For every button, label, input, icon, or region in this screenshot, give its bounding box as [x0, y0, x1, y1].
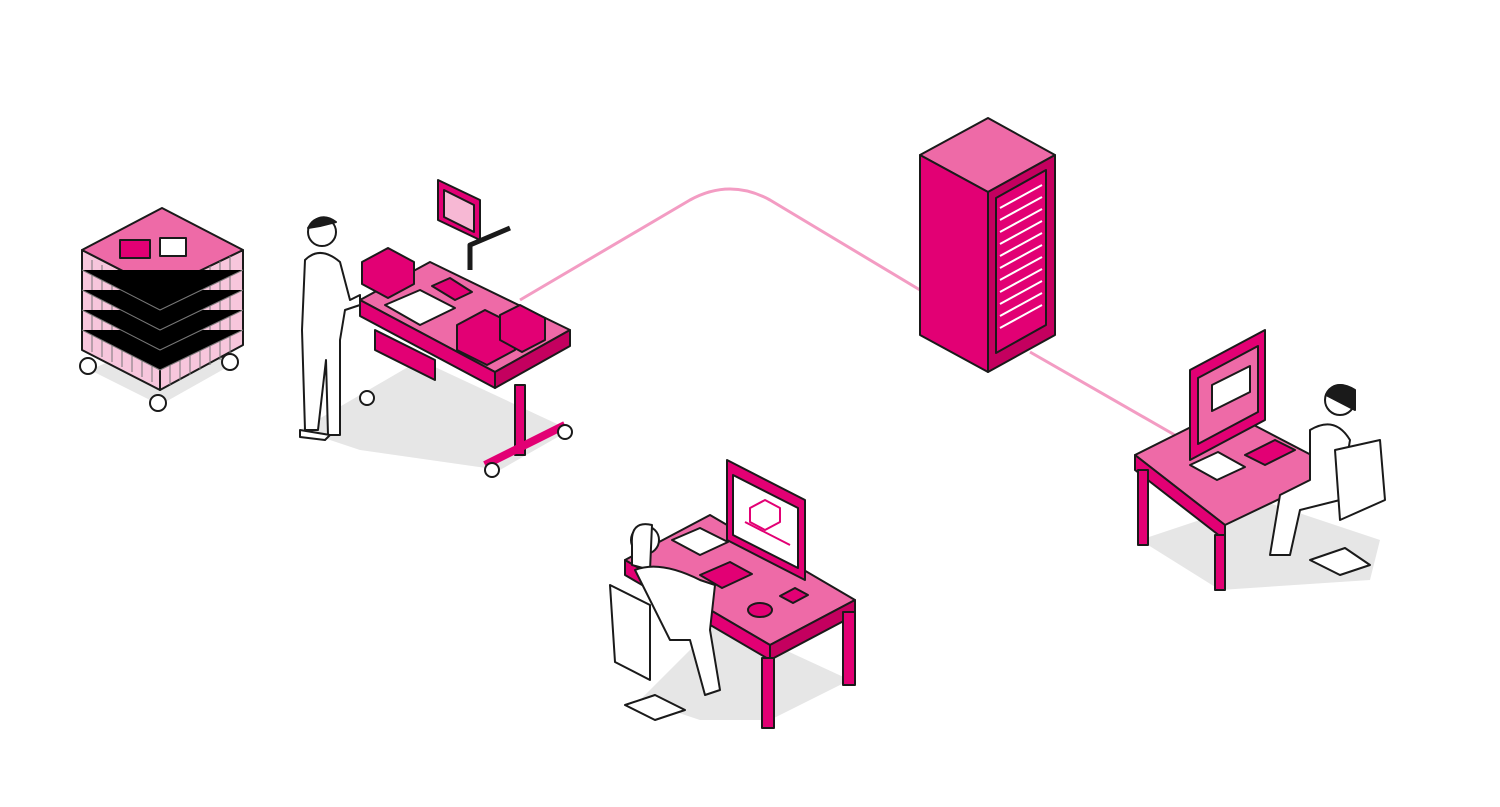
- workstation-icon: [609, 459, 856, 729]
- worker-icon: [299, 216, 361, 441]
- packing-desk-icon: [359, 179, 573, 478]
- connection-line-icon: [1029, 350, 1181, 440]
- server-rack-icon: [919, 117, 1056, 373]
- cart-icon: [79, 207, 244, 412]
- connection-line-icon: [519, 187, 921, 302]
- workstation-icon: [1134, 329, 1386, 591]
